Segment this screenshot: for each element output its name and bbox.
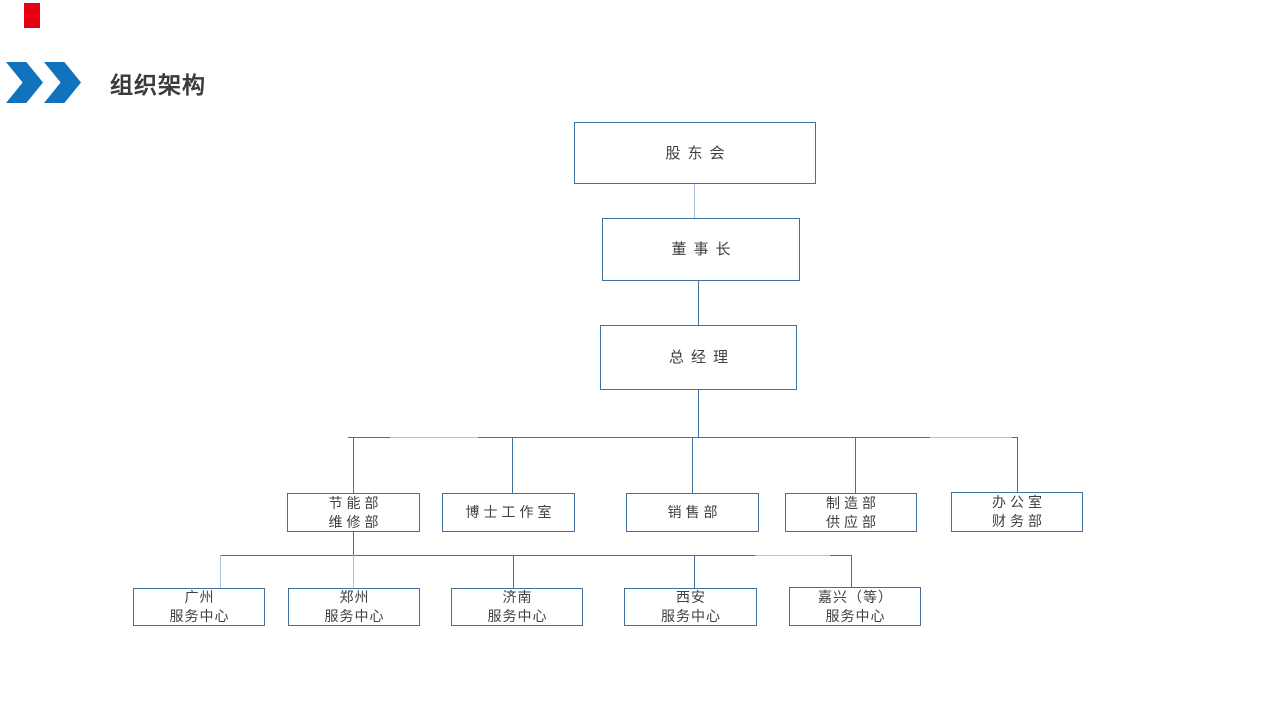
chevron-right-icon xyxy=(44,62,81,103)
org-node-label: 服务中心 xyxy=(661,608,721,624)
connector-line xyxy=(348,437,1018,438)
red-corner-mark xyxy=(24,3,40,28)
connector-line xyxy=(220,555,221,588)
connector-line xyxy=(694,555,695,588)
org-node-office-finance-dept: 办公室 财务部 xyxy=(951,492,1083,532)
org-node-zhengzhou-service-center: 郑州 服务中心 xyxy=(288,588,420,626)
chevron-right-icon xyxy=(6,62,43,103)
org-node-label: 节能部 xyxy=(328,494,383,511)
org-node-label: 供应部 xyxy=(826,513,880,530)
org-node-label: 办公室 xyxy=(992,494,1046,510)
connector-line xyxy=(353,555,354,588)
connector-line xyxy=(692,437,693,493)
org-node-label: 销售部 xyxy=(667,504,722,520)
connector-line xyxy=(353,532,354,555)
connector-line xyxy=(755,555,830,556)
org-node-label: 西安 xyxy=(676,589,706,605)
org-node-shareholders: 股东会 xyxy=(574,122,816,184)
org-node-label: 服务中心 xyxy=(825,607,886,624)
org-node-label: 博士工作室 xyxy=(465,504,556,520)
org-node-label: 郑州 xyxy=(339,589,370,605)
org-node-energy-maintenance-dept: 节能部 维修部 xyxy=(287,493,420,532)
org-node-xian-service-center: 西安 服务中心 xyxy=(624,588,757,626)
org-node-label: 嘉兴（等） xyxy=(818,588,893,605)
connector-line xyxy=(353,437,354,493)
org-node-doctor-studio: 博士工作室 xyxy=(442,493,575,532)
org-node-label: 财务部 xyxy=(992,513,1046,529)
org-node-label: 制造部 xyxy=(826,494,880,511)
org-node-label: 股东会 xyxy=(665,144,732,162)
connector-line xyxy=(390,437,478,438)
org-node-jinan-service-center: 济南 服务中心 xyxy=(451,588,583,626)
connector-line xyxy=(512,437,513,493)
org-node-label: 服务中心 xyxy=(324,608,385,624)
connector-line xyxy=(930,437,1012,438)
org-node-chairman: 董事长 xyxy=(602,218,800,281)
org-node-sales-dept: 销售部 xyxy=(626,493,759,532)
org-node-label: 广州 xyxy=(184,589,215,605)
connector-line xyxy=(220,555,851,556)
connector-line xyxy=(1017,437,1018,492)
connector-line xyxy=(513,555,514,588)
org-node-label: 服务中心 xyxy=(169,608,230,624)
org-node-jiaxing-service-center: 嘉兴（等） 服务中心 xyxy=(789,587,921,626)
org-node-general-manager: 总经理 xyxy=(600,325,797,390)
org-node-label: 济南 xyxy=(502,589,533,605)
org-node-manufacturing-supply-dept: 制造部 供应部 xyxy=(785,493,917,532)
org-node-label: 维修部 xyxy=(328,513,383,530)
org-node-label: 服务中心 xyxy=(487,608,548,624)
org-node-guangzhou-service-center: 广州 服务中心 xyxy=(133,588,265,626)
page-title: 组织架构 xyxy=(110,72,206,98)
connector-line xyxy=(698,281,699,325)
connector-line xyxy=(694,184,695,218)
connector-line xyxy=(855,437,856,493)
connector-line xyxy=(698,390,699,437)
connector-line xyxy=(851,555,852,587)
org-node-label: 总经理 xyxy=(668,349,735,366)
org-node-label: 董事长 xyxy=(671,241,738,258)
